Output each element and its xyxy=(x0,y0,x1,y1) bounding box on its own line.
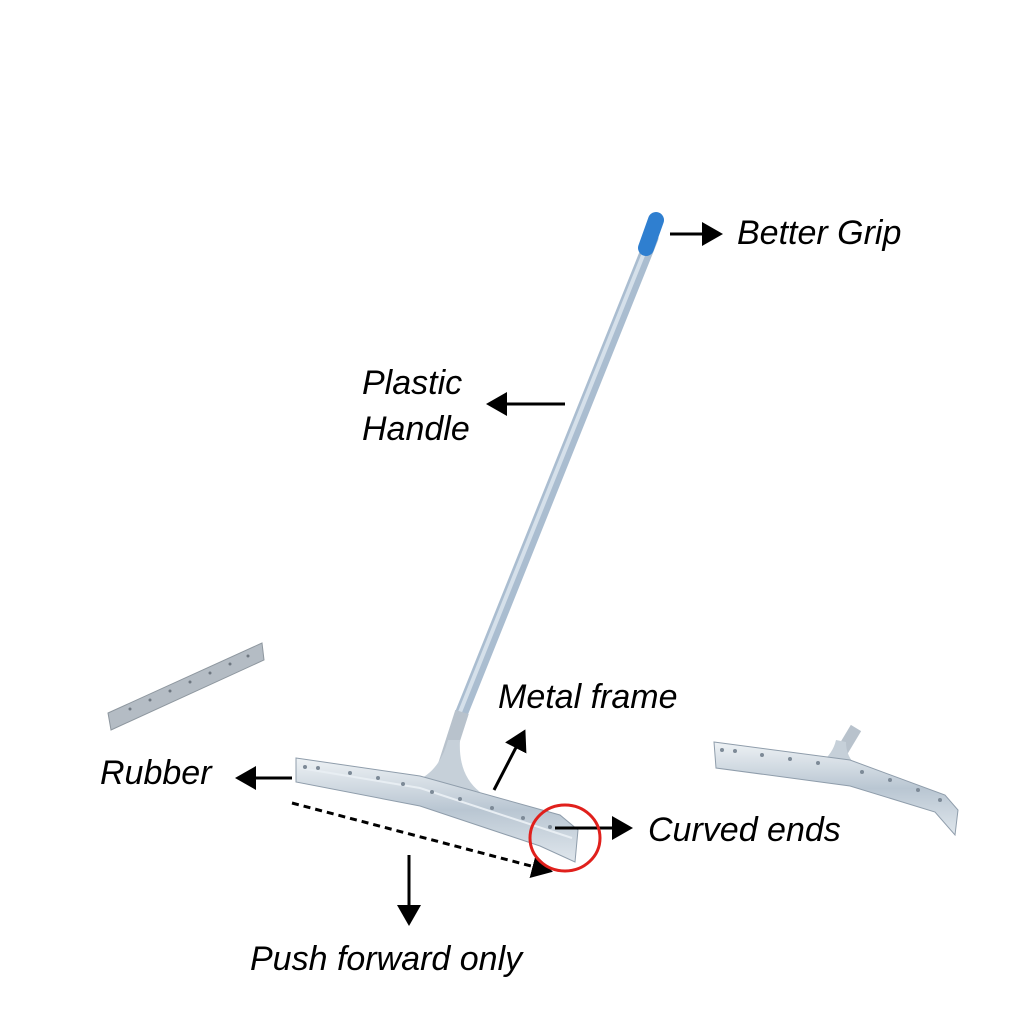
curved-end-highlight-circle xyxy=(528,803,602,873)
label-rubber: Rubber xyxy=(100,754,213,792)
squeegee-side-view xyxy=(713,724,959,837)
frame-arrow xyxy=(492,729,527,791)
grip-cap xyxy=(638,212,664,256)
metal-ferrule xyxy=(418,709,480,792)
push-direction-dashed-arrow xyxy=(291,801,553,879)
label-plastic: Plastic xyxy=(362,364,462,402)
handle xyxy=(455,231,659,719)
label-curved-ends: Curved ends xyxy=(648,811,841,849)
rubber-strip xyxy=(107,642,265,731)
label-push-forward-only: Push forward only xyxy=(250,940,524,978)
label-metal-frame: Metal frame xyxy=(498,678,678,716)
label-handle: Handle xyxy=(362,410,470,448)
squeegee-head xyxy=(295,757,579,863)
label-better-grip: Better Grip xyxy=(737,214,901,252)
